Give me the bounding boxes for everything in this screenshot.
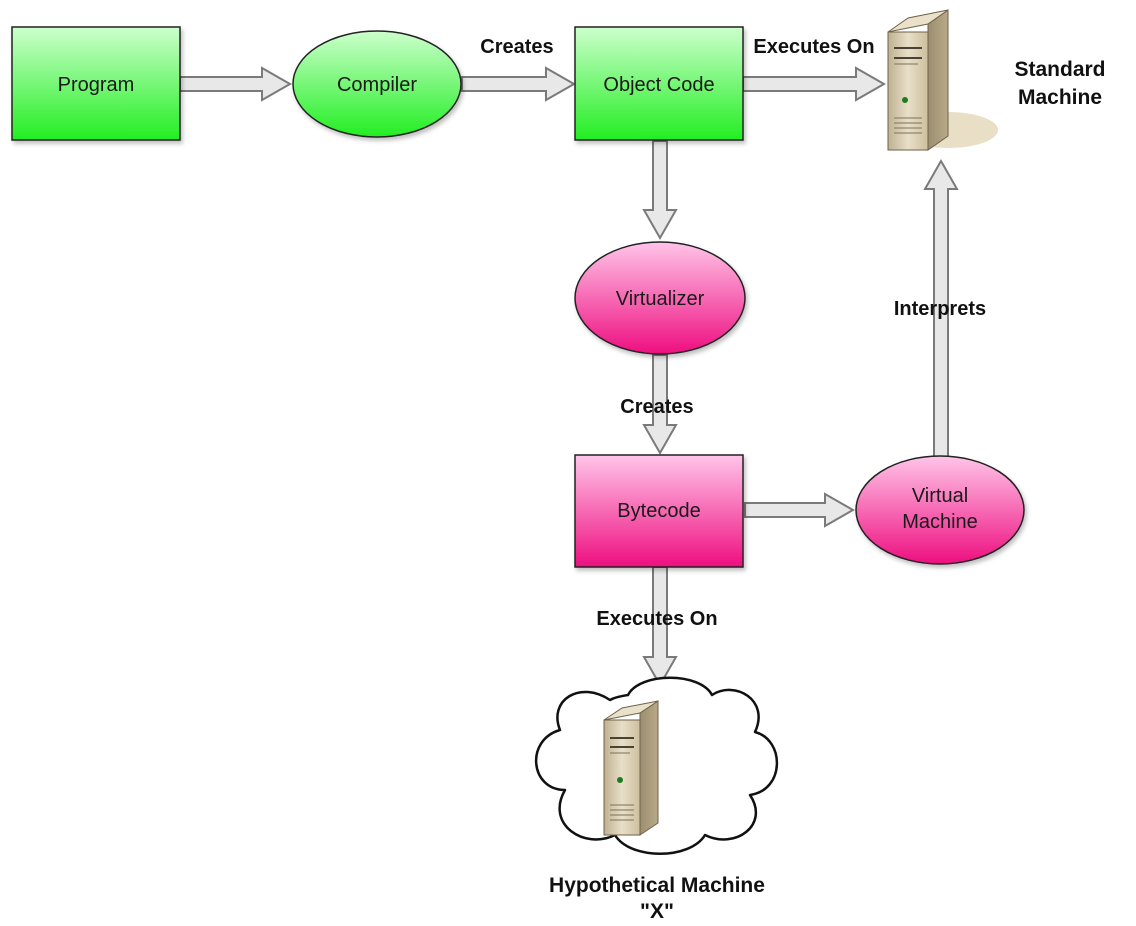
arrow-virtual-machine-to-standard-machine xyxy=(923,158,959,462)
node-compiler-label: Compiler xyxy=(337,74,417,96)
edge-label-vm-interprets: Interprets xyxy=(894,298,986,320)
edge-label-compiler-creates: Creates xyxy=(480,36,553,58)
node-program xyxy=(11,26,181,141)
node-compiler xyxy=(292,30,462,138)
node-bytecode-label: Bytecode xyxy=(617,500,700,522)
arrow-bytecode-to-virtual-machine xyxy=(744,492,856,528)
standard-machine-label-2: Machine xyxy=(1018,86,1102,109)
node-virtualizer-label: Virtualizer xyxy=(616,288,705,310)
edge-label-object-executes-on: Executes On xyxy=(753,36,874,58)
node-virtual-machine-label-1: Virtual xyxy=(912,485,968,507)
node-bytecode xyxy=(574,454,744,568)
standard-machine-label-1: Standard xyxy=(1014,58,1105,81)
node-virtual-machine-label-2: Machine xyxy=(902,511,978,533)
arrow-object-code-to-standard-machine xyxy=(742,66,887,102)
arrow-bytecode-to-hypothetical-machine xyxy=(642,566,678,688)
hypothetical-machine-label-1: Hypothetical Machine xyxy=(549,874,765,897)
arrow-compiler-to-object-code xyxy=(461,66,577,102)
edge-label-virtualizer-creates: Creates xyxy=(620,396,693,418)
edge-label-bytecode-executes-on: Executes On xyxy=(596,608,717,630)
node-object-code-label: Object Code xyxy=(603,74,714,96)
server-in-cloud-icon xyxy=(535,676,779,855)
node-object-code xyxy=(574,26,744,141)
node-virtual-machine xyxy=(855,455,1025,565)
node-virtualizer xyxy=(574,241,746,355)
arrow-object-code-to-virtualizer xyxy=(642,140,678,241)
arrow-program-to-compiler xyxy=(179,66,293,102)
hypothetical-machine-label-2: "X" xyxy=(640,900,674,923)
server-tower-icon xyxy=(887,9,998,151)
arrows xyxy=(179,66,959,688)
arrow-virtualizer-to-bytecode xyxy=(642,354,678,456)
node-program-label: Program xyxy=(58,74,135,96)
